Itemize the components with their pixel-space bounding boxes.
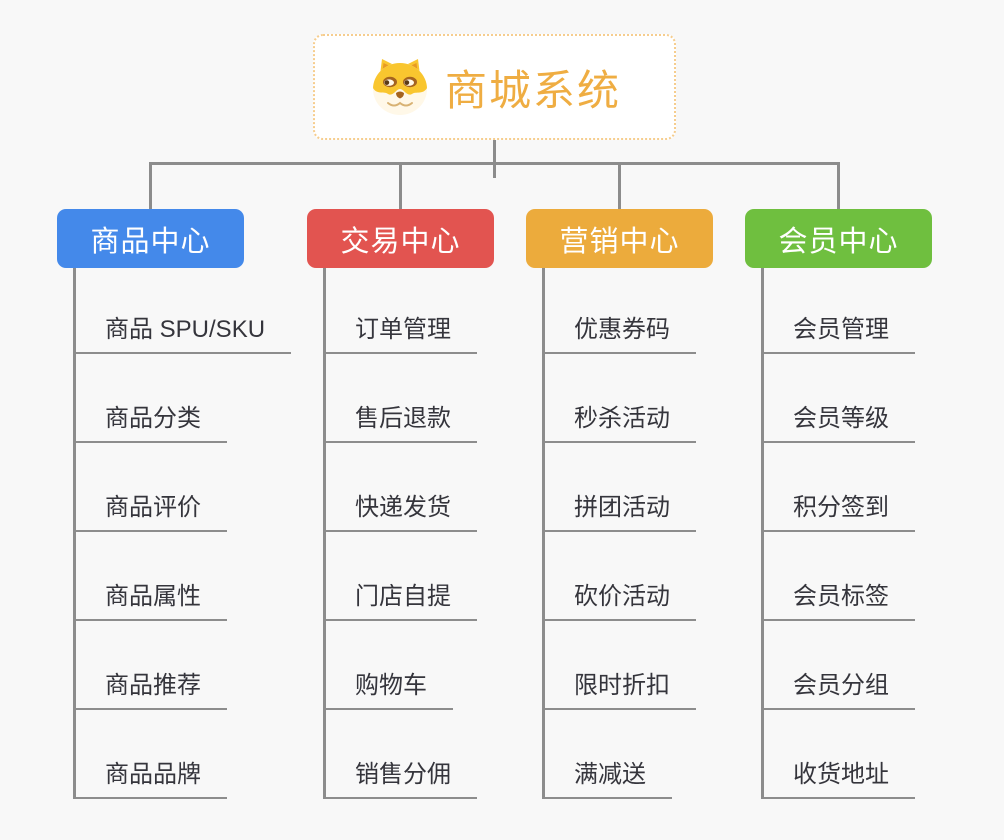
branch-product-center: 商品中心商品 SPU/SKU 商品分类商品评价商品属性商品推荐商品品牌 bbox=[57, 209, 292, 799]
leaf-node[interactable]: 购物车 bbox=[326, 672, 453, 710]
branch-marketing-center: 营销中心优惠券码秒杀活动拼团活动砍价活动限时折扣满减送 bbox=[526, 209, 713, 799]
branch-header-product-center[interactable]: 商品中心 bbox=[57, 209, 244, 268]
leaf-row: 售后退款 bbox=[326, 354, 494, 443]
branch-trade-center: 交易中心订单管理售后退款快递发货门店自提购物车销售分佣 bbox=[307, 209, 494, 799]
leaf-row: 收货地址 bbox=[764, 710, 932, 799]
leaf-node[interactable]: 售后退款 bbox=[326, 405, 477, 443]
leaf-node[interactable]: 商品属性 bbox=[76, 583, 227, 621]
leaf-node[interactable]: 秒杀活动 bbox=[545, 405, 696, 443]
leaf-node[interactable]: 满减送 bbox=[545, 761, 672, 799]
leaf-row: 购物车 bbox=[326, 621, 494, 710]
branch-children-marketing-center: 优惠券码秒杀活动拼团活动砍价活动限时折扣满减送 bbox=[542, 268, 713, 799]
leaf-node[interactable]: 商品品牌 bbox=[76, 761, 227, 799]
leaf-row: 订单管理 bbox=[326, 268, 494, 354]
leaf-row: 商品分类 bbox=[76, 354, 291, 443]
leaf-node[interactable]: 优惠券码 bbox=[545, 316, 696, 354]
connector-line bbox=[493, 140, 496, 178]
leaf-node[interactable]: 限时折扣 bbox=[545, 672, 696, 710]
leaf-row: 会员等级 bbox=[764, 354, 932, 443]
branch-header-trade-center[interactable]: 交易中心 bbox=[307, 209, 494, 268]
leaf-row: 满减送 bbox=[545, 710, 713, 799]
leaf-node[interactable]: 会员管理 bbox=[764, 316, 915, 354]
connector-line bbox=[148, 162, 840, 165]
leaf-row: 门店自提 bbox=[326, 532, 494, 621]
leaf-node[interactable]: 商品分类 bbox=[76, 405, 227, 443]
leaf-row: 销售分佣 bbox=[326, 710, 494, 799]
shiba-dog-icon bbox=[368, 55, 432, 119]
leaf-node[interactable]: 商品评价 bbox=[76, 494, 227, 532]
leaf-node[interactable]: 拼团活动 bbox=[545, 494, 696, 532]
leaf-row: 秒杀活动 bbox=[545, 354, 713, 443]
leaf-node[interactable]: 销售分佣 bbox=[326, 761, 477, 799]
leaf-row: 商品品牌 bbox=[76, 710, 291, 799]
branch-children-product-center: 商品 SPU/SKU 商品分类商品评价商品属性商品推荐商品品牌 bbox=[73, 268, 292, 799]
leaf-node[interactable]: 砍价活动 bbox=[545, 583, 696, 621]
leaf-row: 限时折扣 bbox=[545, 621, 713, 710]
leaf-row: 会员管理 bbox=[764, 268, 932, 354]
branch-children-member-center: 会员管理会员等级积分签到会员标签会员分组收货地址 bbox=[761, 268, 932, 799]
branch-children-trade-center: 订单管理售后退款快递发货门店自提购物车销售分佣 bbox=[323, 268, 494, 799]
leaf-row: 商品推荐 bbox=[76, 621, 291, 710]
leaf-node[interactable]: 收货地址 bbox=[764, 761, 915, 799]
leaf-node[interactable]: 商品推荐 bbox=[76, 672, 227, 710]
branch-header-member-center[interactable]: 会员中心 bbox=[745, 209, 932, 268]
leaf-node[interactable]: 快递发货 bbox=[326, 494, 477, 532]
connector-line bbox=[618, 162, 621, 210]
leaf-node[interactable]: 积分签到 bbox=[764, 494, 915, 532]
leaf-row: 拼团活动 bbox=[545, 443, 713, 532]
root-node[interactable]: 商城系统 bbox=[313, 34, 676, 140]
leaf-node[interactable]: 会员标签 bbox=[764, 583, 915, 621]
leaf-node[interactable]: 商品 SPU/SKU bbox=[76, 316, 292, 354]
leaf-row: 商品属性 bbox=[76, 532, 291, 621]
leaf-node[interactable]: 会员分组 bbox=[764, 672, 915, 710]
branch-header-marketing-center[interactable]: 营销中心 bbox=[526, 209, 713, 268]
leaf-row: 快递发货 bbox=[326, 443, 494, 532]
connector-line bbox=[399, 162, 402, 210]
leaf-node[interactable]: 订单管理 bbox=[326, 316, 477, 354]
leaf-row: 会员分组 bbox=[764, 621, 932, 710]
connector-line bbox=[837, 162, 840, 210]
leaf-row: 商品评价 bbox=[76, 443, 291, 532]
root-title: 商城系统 bbox=[444, 66, 621, 114]
leaf-row: 优惠券码 bbox=[545, 268, 713, 354]
leaf-node[interactable]: 会员等级 bbox=[764, 405, 915, 443]
connector-line bbox=[149, 162, 152, 210]
leaf-row: 积分签到 bbox=[764, 443, 932, 532]
leaf-row: 商品 SPU/SKU bbox=[76, 268, 292, 354]
leaf-node[interactable]: 门店自提 bbox=[326, 583, 477, 621]
leaf-row: 会员标签 bbox=[764, 532, 932, 621]
branch-member-center: 会员中心会员管理会员等级积分签到会员标签会员分组收货地址 bbox=[745, 209, 932, 799]
leaf-row: 砍价活动 bbox=[545, 532, 713, 621]
